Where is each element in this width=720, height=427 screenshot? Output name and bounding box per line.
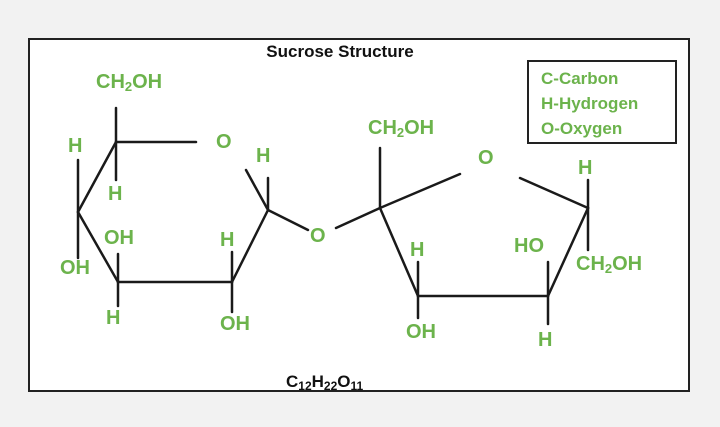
label-ho-fructose-c4: HO [514,235,544,257]
label-oh-fructose-c3: OH [406,321,436,343]
legend-box: C-Carbon H-Hydrogen O-Oxygen [527,60,677,144]
legend-carbon: C-Carbon [541,69,619,88]
bond-oglyc-c2f [334,206,382,230]
label-ch2oh-fructose-right: CH2OH [576,253,643,276]
diagram-title: Sucrose Structure [266,42,414,61]
bond-c2-c1 [230,208,270,284]
label-h-fructose-c3: H [410,239,425,261]
legend-hydrogen: H-Hydrogen [541,94,639,113]
bond-c1-oring [244,168,270,212]
bond-c2f-oring [378,172,462,210]
label-h-c5: H [108,183,123,205]
legend-oxygen: O-Oxygen [541,119,623,138]
label-ch2oh-fructose-top: CH2OH [368,117,435,140]
label-h-c4-top: H [68,135,83,157]
label-ch2oh-glucose: CH2OH [96,71,163,94]
label-o-ring-fructose: O [478,147,494,169]
label-o-glycosidic: O [310,225,326,247]
label-h-c3: H [106,307,121,329]
bond-c4f-c5f [546,206,590,298]
bond-c1-oglyc [266,208,310,232]
bond-c5f-oring [518,176,590,210]
label-h-fructose-c5: H [578,157,593,179]
molecular-formula: C12H22O11 [286,372,364,393]
label-o-ring-glucose: O [216,131,232,153]
label-oh-c3: OH [104,227,134,249]
label-h-c1: H [256,145,271,167]
label-oh-c2: OH [220,313,250,335]
label-oh-c4: OH [60,257,90,279]
label-h-c2: H [220,229,235,251]
bond-c5-c4 [76,140,118,214]
bond-c4-c3 [76,210,120,284]
bond-c2f-c3f [378,206,420,298]
label-h-fructose-c4: H [538,329,553,351]
